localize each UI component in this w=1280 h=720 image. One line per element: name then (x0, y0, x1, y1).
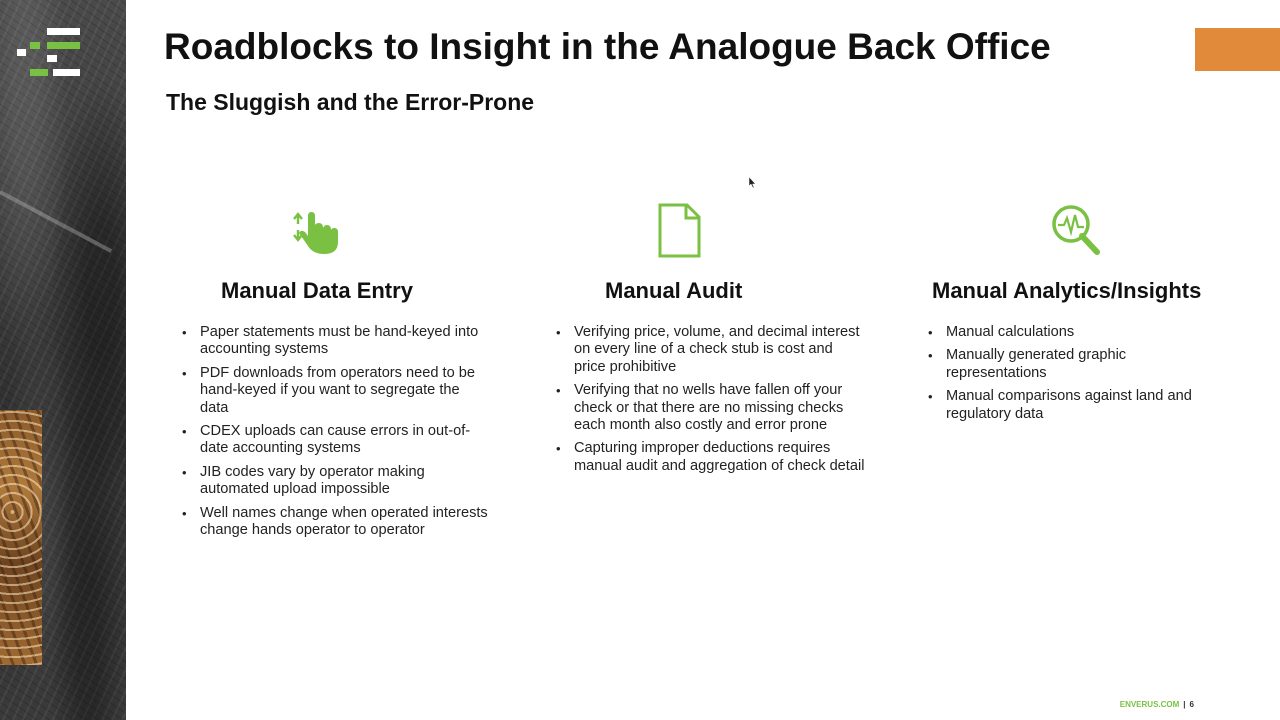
bullet-list: Verifying price, volume, and decimal int… (555, 324, 865, 481)
bullet-list: Paper statements must be hand-keyed into… (181, 324, 491, 545)
bullet-item: Manual comparisons against land and regu… (927, 388, 1227, 423)
bullet-item: Manual calculations (927, 324, 1227, 342)
bullet-list: Manual calculations Manually generated g… (927, 324, 1227, 429)
column-heading: Manual Analytics/Insights (932, 278, 1202, 303)
enverus-logo (17, 28, 83, 78)
slide-subtitle: The Sluggish and the Error-Prone (166, 89, 535, 115)
page-number: 6 (1189, 700, 1194, 709)
bullet-item: Verifying that no wells have fallen off … (555, 382, 865, 434)
column-heading: Manual Data Entry (221, 278, 413, 303)
logo-bar-top (47, 28, 80, 35)
bullet-item: Manually generated graphic representatio… (927, 347, 1227, 382)
side-texture-streak (0, 190, 113, 253)
orange-accent-block (1195, 28, 1280, 71)
footer-separator: | (1183, 700, 1186, 709)
bullet-item: JIB codes vary by operator making automa… (181, 464, 491, 499)
hand-pointer-icon (286, 208, 346, 268)
column-heading: Manual Audit (605, 278, 743, 303)
bullet-item: PDF downloads from operators need to be … (181, 365, 491, 417)
document-icon (651, 202, 711, 262)
bullet-item: Well names change when operated interest… (181, 505, 491, 540)
logo-bar-mid-left (30, 42, 40, 49)
side-texture-orange-strip (0, 410, 42, 665)
bullet-item: CDEX uploads can cause errors in out-of-… (181, 423, 491, 458)
bullet-item: Capturing improper deductions requires m… (555, 440, 865, 475)
side-texture-panel (0, 0, 126, 720)
mouse-cursor-icon (748, 175, 757, 189)
logo-bar-mid (47, 42, 80, 49)
logo-bar-dot (17, 49, 26, 56)
bullet-item: Verifying price, volume, and decimal int… (555, 324, 865, 376)
slide-footer: ENVERUS.COM|6 (1120, 700, 1194, 709)
logo-bar-stem (47, 55, 57, 62)
slide-title: Roadblocks to Insight in the Analogue Ba… (164, 26, 1051, 67)
footer-site[interactable]: ENVERUS.COM (1119, 700, 1180, 709)
bullet-item: Paper statements must be hand-keyed into… (181, 324, 491, 359)
logo-bar-bottom-left (30, 69, 48, 76)
logo-bar-bottom (53, 69, 80, 76)
analytics-magnifier-icon (1049, 202, 1109, 262)
